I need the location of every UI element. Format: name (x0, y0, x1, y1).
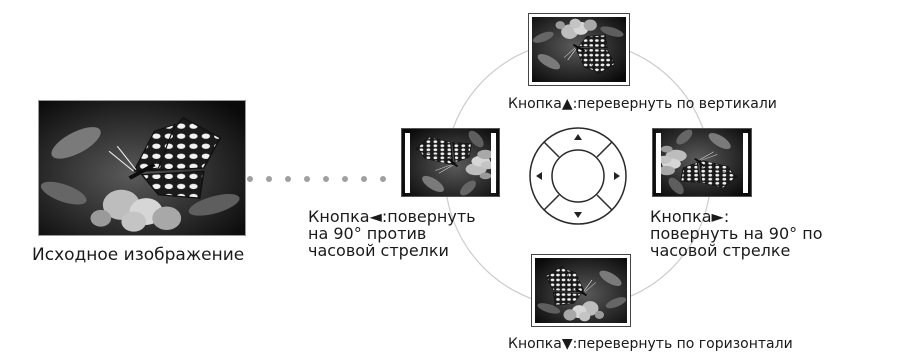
flip-horizontal-image (531, 254, 631, 327)
dpad-icon (529, 127, 627, 225)
flip-vertical-image (528, 13, 630, 86)
butterfly-photo-icon (402, 129, 499, 196)
original-image (38, 100, 246, 236)
dpad-up-arrow (574, 134, 582, 140)
rotate-left-caption: Кнопка◄:повернуть на 90° против часовой … (308, 207, 476, 260)
original-caption: Исходное изображение (32, 245, 245, 265)
butterfly-photo-icon (653, 129, 751, 196)
butterfly-photo-icon (39, 101, 245, 235)
dpad-right-arrow (614, 172, 620, 180)
rotate-right-caption: Кнопка►: повернуть на 90° по часовой стр… (650, 207, 823, 260)
butterfly-photo-icon (535, 258, 627, 323)
butterfly-photo-icon (532, 17, 626, 82)
rotate-right-image (652, 128, 752, 197)
flip-horizontal-caption: Кнопка▼:перевернуть по горизонтали (508, 336, 793, 352)
dpad-down-arrow (574, 212, 582, 218)
flip-vertical-caption: Кнопка▲:перевернуть по вертикали (508, 96, 777, 112)
dpad-left-arrow (536, 172, 542, 180)
rotate-left-image (401, 128, 500, 197)
